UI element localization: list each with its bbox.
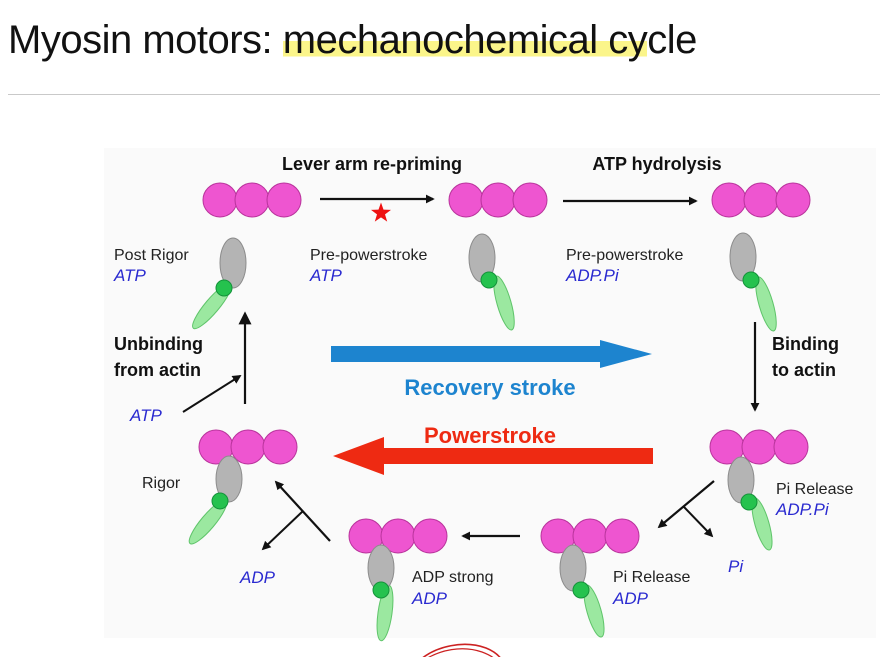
nucleotide-label: ATP xyxy=(309,266,342,285)
atp-entry-arrow xyxy=(182,375,242,413)
star-icon xyxy=(371,202,391,222)
converter-domain xyxy=(480,271,498,289)
step-atp-hydrolysis: ATP hydrolysis xyxy=(563,154,722,206)
myosin-motor xyxy=(188,455,243,545)
nucleotide-label: ADP.Pi xyxy=(565,266,620,285)
actin-subunit xyxy=(775,182,811,218)
step-label: Lever arm re-priming xyxy=(282,154,462,174)
state-post-rigor: Post Rigor ATP xyxy=(113,182,302,330)
adp-exit-arrow xyxy=(261,510,304,551)
step-label-line1: Unbinding xyxy=(114,334,203,354)
myosin-motor xyxy=(727,456,773,551)
motor-head xyxy=(219,237,247,289)
actin-filament xyxy=(709,429,809,465)
actin-subunit xyxy=(448,182,484,218)
converter-domain xyxy=(572,581,590,599)
actin-subunit xyxy=(234,182,270,218)
handwritten-mark xyxy=(422,643,501,657)
state-label: Post Rigor xyxy=(114,247,189,264)
actin-subunit xyxy=(262,429,298,465)
recovery-stroke: Recovery stroke xyxy=(331,340,652,400)
actin-subunit xyxy=(512,182,548,218)
state-pre-powerstroke-atp: Pre-powerstroke ATP xyxy=(309,182,548,331)
myosin-motor xyxy=(559,544,605,638)
converter-domain xyxy=(211,492,229,510)
actin-subunit xyxy=(412,518,448,554)
motor-head xyxy=(215,455,243,503)
actin-filament xyxy=(348,518,448,554)
state-label: Pre-powerstroke xyxy=(310,247,427,264)
step-binding-to-actin: Binding to actin xyxy=(750,322,839,412)
step-label: ATP hydrolysis xyxy=(592,154,721,174)
myosin-motor xyxy=(367,544,395,642)
state-adp-strong: ADP strong ADP xyxy=(348,518,494,642)
powerstroke: Powerstroke xyxy=(333,423,653,475)
title-divider xyxy=(8,94,880,95)
state-label: Rigor xyxy=(142,475,181,492)
pi-exit-arrow xyxy=(683,506,714,538)
actin-filament xyxy=(448,182,548,218)
converter-domain xyxy=(215,279,233,297)
pi-released-label: Pi xyxy=(728,557,744,576)
state-rigor: Rigor xyxy=(142,429,298,545)
step-unbinding-from-actin: Unbinding from actin ATP xyxy=(114,311,252,425)
actin-filament xyxy=(202,182,302,218)
state-pi-release-adppi: Pi Release ADP.Pi xyxy=(709,429,853,551)
arrow xyxy=(657,480,715,529)
nucleotide-label: ATP xyxy=(113,266,146,285)
actin-subunit xyxy=(230,429,266,465)
actin-subunit xyxy=(202,182,238,218)
slide-title: Myosin motors: mechanochemical cycle xyxy=(8,18,697,63)
actin-filament xyxy=(711,182,811,218)
nucleotide-label: ADP xyxy=(411,589,448,608)
actin-subunit xyxy=(741,429,777,465)
myosin-motor xyxy=(192,237,247,330)
converter-domain xyxy=(372,581,390,599)
title-highlight: mechanochemical cy xyxy=(282,18,648,62)
actin-filament xyxy=(198,429,298,465)
recovery-stroke-label: Recovery stroke xyxy=(404,375,575,400)
converter-domain xyxy=(742,271,760,289)
step-adp-release: ADP xyxy=(239,480,331,587)
state-pi-release-adp: Pi Release ADP xyxy=(540,518,690,638)
converter-domain xyxy=(740,493,758,511)
nucleotide-label: ADP xyxy=(612,589,649,608)
figure-background xyxy=(104,148,876,638)
state-label: ADP strong xyxy=(412,569,494,586)
actin-subunit xyxy=(480,182,516,218)
step-lever-rearm: Lever arm re-priming xyxy=(282,154,462,222)
state-pre-powerstroke-adppi: Pre-powerstroke ADP.Pi xyxy=(565,182,811,332)
actin-subunit xyxy=(711,182,747,218)
actin-filament xyxy=(540,518,640,554)
atp-in-label: ATP xyxy=(129,406,162,425)
annotation-stroke xyxy=(428,648,494,657)
myosin-motor xyxy=(729,232,777,332)
state-label: Pre-powerstroke xyxy=(566,247,683,264)
recovery-stroke-arrow xyxy=(331,340,652,368)
actin-subunit xyxy=(743,182,779,218)
adp-released-label: ADP xyxy=(239,568,276,587)
myosin-motor xyxy=(468,233,515,331)
state-label: Pi Release xyxy=(776,481,853,498)
step-label-line2: to actin xyxy=(772,360,836,380)
step-pi-release: Pi xyxy=(657,480,744,576)
title-prefix: Myosin motors: xyxy=(8,18,283,62)
actin-subunit xyxy=(773,429,809,465)
nucleotide-label: ADP.Pi xyxy=(775,500,830,519)
actin-subunit xyxy=(604,518,640,554)
powerstroke-arrow xyxy=(333,437,653,475)
state-label: Pi Release xyxy=(613,569,690,586)
step-label-line2: from actin xyxy=(114,360,201,380)
powerstroke-label: Powerstroke xyxy=(424,423,556,448)
step-label-line1: Binding xyxy=(772,334,839,354)
actin-subunit xyxy=(266,182,302,218)
title-suffix: cle xyxy=(647,18,697,62)
